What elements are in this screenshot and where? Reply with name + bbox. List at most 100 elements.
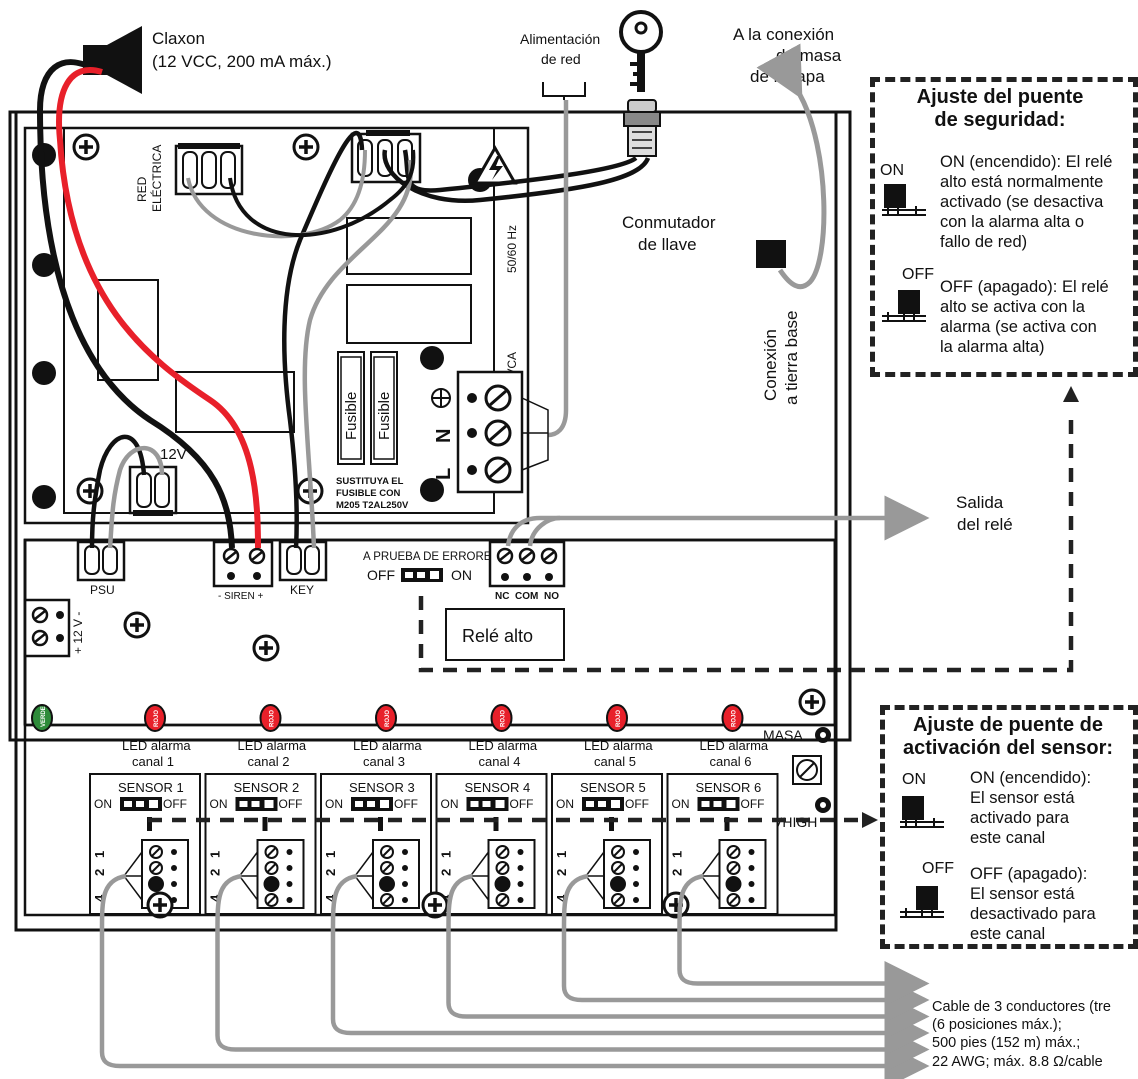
sensor-jumper: [350, 796, 394, 812]
sensor-cable: [99, 873, 930, 1079]
sensor-on-label: ON: [94, 797, 112, 811]
key-wire: [302, 159, 413, 549]
led-label: LED alarma: [122, 738, 191, 753]
led-label: LED alarma: [584, 738, 653, 753]
psu-label: PSU: [90, 583, 115, 597]
terminal-number: 1: [439, 851, 454, 858]
led-label: LED alarma: [353, 738, 422, 753]
horn-wire-black: [36, 59, 235, 549]
led-label: canal 4: [479, 754, 521, 769]
red-led-label: ROJO: [154, 710, 160, 727]
sensor-off-label: OFF: [279, 797, 303, 811]
horn-spec: (12 VCC, 200 mA máx.): [152, 52, 332, 71]
mains-feed-title: Alimentación: [520, 31, 600, 47]
terminal-number: 4: [92, 894, 107, 902]
jumper-on-icon: [900, 796, 944, 828]
base-ground-title: a tierra base: [782, 311, 801, 406]
safety-off-tag: OFF: [902, 266, 934, 283]
led-label: canal 3: [363, 754, 405, 769]
sensor-off-label: OFF: [510, 797, 534, 811]
key-connector: [278, 540, 328, 582]
red-led-label: ROJO: [501, 710, 507, 727]
siren-connector: [212, 540, 274, 588]
12v-output-label: + 12 V -: [71, 612, 85, 654]
terminal-number: 1: [92, 851, 107, 858]
alarm-led: [144, 704, 166, 732]
jumper-off-icon: [900, 886, 944, 918]
sensor-jumper: [696, 796, 741, 812]
failsafe-leader: [418, 410, 1074, 673]
terminal-number: 1: [554, 851, 569, 858]
key-wire: [282, 131, 365, 549]
led-label: canal 6: [710, 754, 752, 769]
terminal-number: 2: [554, 869, 569, 876]
red-led-label: ROJO: [616, 710, 622, 727]
mounting-hole: [32, 485, 56, 509]
masa-label: MASA: [763, 727, 803, 743]
screw-icon: [72, 133, 100, 161]
led-label: canal 5: [594, 754, 636, 769]
psu-12v-connector: [128, 465, 178, 516]
sensor-cables: [99, 873, 930, 1079]
red-led-label: ROJO: [732, 710, 738, 727]
horn-icon: [83, 26, 142, 94]
sensor-terminal: [372, 839, 420, 909]
alarm-led: [259, 704, 282, 732]
mains-internal-wire: [228, 149, 416, 238]
mains-label: ELÉCTRICA: [149, 145, 164, 212]
keyswitch-wire: [382, 149, 651, 204]
terminal-number: 2: [323, 869, 338, 876]
sensor-cable: [446, 873, 930, 1039]
mounting-hole: [32, 361, 56, 385]
cable-note-line2: (6 posiciones máx.);: [932, 1017, 1062, 1033]
psu-12v-label: 12V: [160, 446, 187, 463]
screw-icon: [146, 891, 174, 919]
sensor-off-label: OFF: [163, 797, 187, 811]
failsafe-label: A PRUEBA DE ERRORES: [363, 551, 499, 563]
terminal-number: 2: [208, 869, 223, 876]
key-switch-icon: [623, 99, 661, 157]
terminal-number: 4: [208, 894, 223, 902]
relay-nc-label: NC: [495, 591, 509, 602]
siren-label: - SIREN +: [218, 591, 263, 602]
terminal-number: 4: [554, 894, 569, 902]
high-relay: [445, 608, 565, 661]
sensor-title: SENSOR 4: [465, 780, 531, 795]
psu-wire: [107, 445, 165, 549]
terminal-number: 1: [670, 851, 685, 858]
alarm-led: [490, 704, 513, 732]
psu-input-connector: [76, 540, 126, 582]
terminal-number: 2: [439, 869, 454, 876]
mounting-hole: [420, 346, 444, 370]
failsafe-off-label: OFF: [367, 567, 395, 583]
relay-no-label: NO: [544, 591, 559, 602]
mounting-hole: [420, 478, 444, 502]
sensor-jumper-legend: [880, 705, 1138, 949]
key-switch-title: de llave: [638, 235, 697, 254]
failsafe-on-label: ON: [451, 567, 472, 583]
terminal-number: 2: [670, 869, 685, 876]
screw-icon: [123, 611, 151, 639]
sensor-title: SENSOR 1: [118, 780, 184, 795]
psu-wire: [89, 434, 147, 549]
mains-label: RED: [135, 176, 149, 202]
high-relay-label: Relé alto: [462, 626, 533, 646]
sensor-on-label: ON: [325, 797, 343, 811]
sensor-terminal: [718, 839, 767, 909]
12v-output-terminal: [23, 598, 71, 658]
safety-on-tag: ON: [880, 162, 904, 179]
sensor-title: SENSOR 3: [349, 780, 415, 795]
sensor-jumper: [465, 796, 510, 812]
sensor-jumper: [119, 796, 163, 812]
fuse-label: Fusible: [343, 392, 360, 440]
mains-connector: [174, 143, 244, 196]
ground-symbol-icon: [431, 388, 451, 408]
